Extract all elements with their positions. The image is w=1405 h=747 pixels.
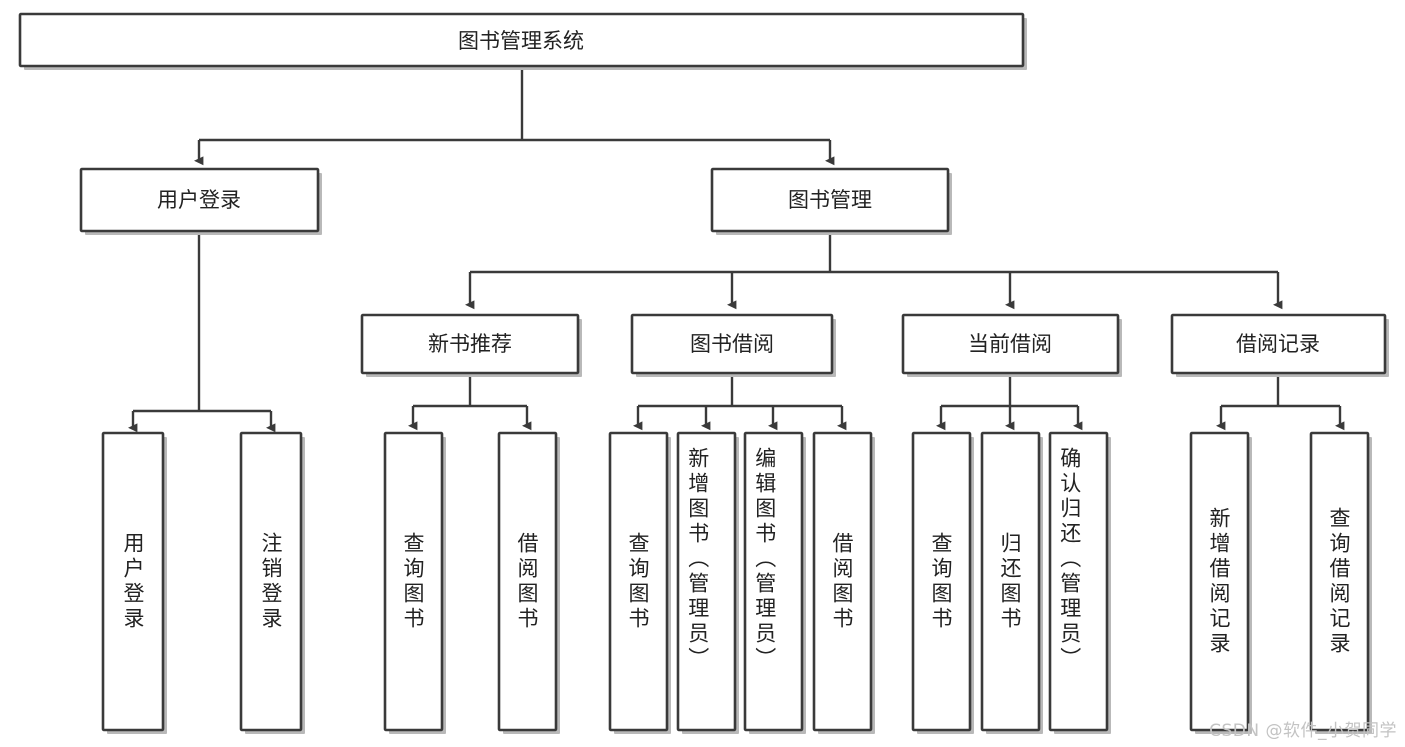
edges-newbook-to-leaves — [408, 375, 532, 431]
node-leaf-borrow-book-1-label: 借阅图书 — [515, 532, 539, 632]
edges-current-to-leaves — [936, 375, 1083, 431]
edges-borrow-to-leaves — [633, 375, 847, 431]
node-borrow-records[interactable]: 借阅记录 — [1170, 313, 1389, 377]
node-leaf-query-book-1[interactable]: 查询图书 — [383, 431, 446, 734]
node-leaf-borrow-book-2-label: 借阅图书 — [830, 532, 854, 632]
node-leaf-add-book[interactable]: 新增图书（管理员） — [676, 431, 739, 734]
node-book-management-label: 图书管理 — [788, 188, 872, 212]
node-book-borrow[interactable]: 图书借阅 — [630, 313, 836, 377]
node-root-label: 图书管理系统 — [458, 29, 584, 53]
node-leaf-edit-book-label: 编辑图书（管理员） — [753, 447, 777, 672]
node-leaf-query-book-2-label: 查询图书 — [626, 532, 650, 632]
node-user-login-label: 用户登录 — [157, 188, 241, 212]
csdn-watermark: CSDN @软件_小贺同学 — [1209, 721, 1397, 741]
edges-root-to-level2 — [194, 66, 835, 166]
node-new-book-recommend-label: 新书推荐 — [428, 332, 512, 356]
node-leaf-user-login[interactable]: 用户登录 — [101, 431, 167, 734]
node-leaf-confirm-return[interactable]: 确认归还（管理员） — [1048, 431, 1111, 734]
node-leaf-logout-label: 注销登录 — [259, 532, 283, 632]
node-leaf-query-book-3[interactable]: 查询图书 — [911, 431, 974, 734]
node-root[interactable]: 图书管理系统 — [18, 12, 1027, 70]
node-current-borrow-label: 当前借阅 — [968, 332, 1052, 356]
node-leaf-user-login-label: 用户登录 — [121, 532, 145, 632]
node-leaf-query-book-3-label: 查询图书 — [929, 532, 953, 632]
node-leaf-query-book-2[interactable]: 查询图书 — [608, 431, 671, 734]
node-leaf-query-record-label: 查询借阅记录 — [1327, 507, 1351, 657]
node-leaf-add-book-label: 新增图书（管理员） — [686, 447, 710, 672]
node-leaf-query-book-1-label: 查询图书 — [401, 532, 425, 632]
node-book-management[interactable]: 图书管理 — [710, 167, 952, 235]
node-leaf-return-book[interactable]: 归还图书 — [980, 431, 1043, 734]
node-leaf-add-record-label: 新增借阅记录 — [1207, 507, 1231, 657]
node-borrow-records-label: 借阅记录 — [1236, 332, 1320, 356]
node-new-book-recommend[interactable]: 新书推荐 — [360, 313, 582, 377]
node-leaf-edit-book[interactable]: 编辑图书（管理员） — [743, 431, 806, 734]
node-user-login[interactable]: 用户登录 — [79, 167, 322, 235]
node-leaf-query-record[interactable]: 查询借阅记录 — [1309, 431, 1372, 734]
node-leaf-borrow-book-2[interactable]: 借阅图书 — [812, 431, 875, 734]
node-leaf-add-record[interactable]: 新增借阅记录 — [1189, 431, 1252, 734]
edges-bookmgmt-to-level3 — [465, 232, 1283, 310]
node-book-borrow-label: 图书借阅 — [690, 332, 774, 356]
node-leaf-logout[interactable]: 注销登录 — [239, 431, 305, 734]
edges-records-to-leaves — [1216, 375, 1345, 431]
node-leaf-confirm-return-label: 确认归还（管理员） — [1058, 447, 1082, 672]
node-current-borrow[interactable]: 当前借阅 — [901, 313, 1122, 377]
node-leaf-return-book-label: 归还图书 — [998, 532, 1022, 632]
edges-userlogin-to-leaves — [128, 232, 276, 433]
node-leaf-borrow-book-1[interactable]: 借阅图书 — [497, 431, 560, 734]
